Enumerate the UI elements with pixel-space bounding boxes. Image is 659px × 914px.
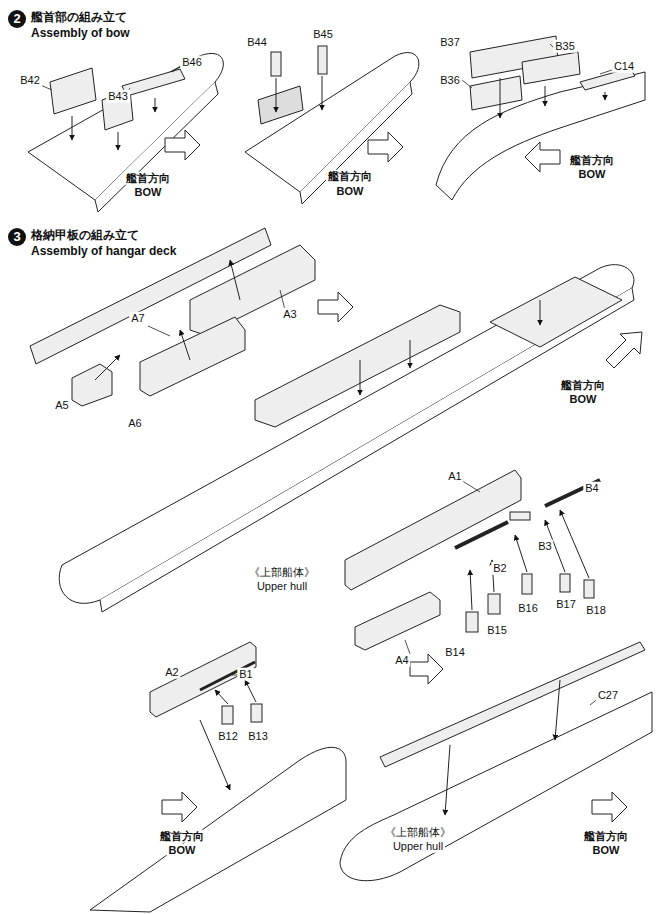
part-number: B35 — [553, 40, 577, 53]
part-number: A6 — [126, 417, 143, 430]
part-number: B3 — [536, 540, 553, 553]
part-number: B16 — [516, 602, 540, 615]
part-number: B15 — [485, 624, 509, 637]
step-number: 3 — [8, 228, 26, 246]
direction-label: 艦首方向 — [582, 830, 630, 843]
direction-label: BOW — [167, 844, 198, 857]
part-number: B13 — [246, 730, 270, 743]
direction-label: 艦首方向 — [124, 172, 172, 185]
hull-label: Upper hull — [391, 840, 445, 853]
part-number: B1 — [237, 668, 254, 681]
direction-label: BOW — [133, 186, 164, 199]
direction-label: 艦首方向 — [559, 379, 607, 392]
part-number: B43 — [106, 90, 130, 103]
step-title: 艦首部の組み立てAssembly of bow — [31, 10, 130, 41]
part-number: B17 — [554, 598, 578, 611]
part-number: A7 — [129, 312, 146, 325]
direction-label: BOW — [568, 393, 599, 406]
part-number: B42 — [18, 74, 42, 87]
part-number: A1 — [446, 470, 463, 483]
part-number: B18 — [584, 604, 608, 617]
part-number: A4 — [393, 654, 410, 667]
hull-label: Upper hull — [255, 580, 309, 593]
direction-label: BOW — [335, 185, 366, 198]
hull-label: 《上部船体》 — [247, 566, 317, 579]
step-title-line: Assembly of bow — [31, 26, 130, 42]
part-number: B4 — [583, 482, 600, 495]
part-number: A3 — [281, 308, 298, 321]
step-title: 格納甲板の組み立てAssembly of hangar deck — [31, 228, 176, 259]
hull-label: 《上部船体》 — [383, 826, 453, 839]
part-number: B44 — [245, 36, 269, 49]
part-number: B46 — [180, 56, 204, 69]
step-title-line: 格納甲板の組み立て — [31, 228, 176, 244]
direction-label: BOW — [591, 844, 622, 857]
part-number: B14 — [443, 646, 467, 659]
direction-label: 艦首方向 — [326, 170, 374, 183]
part-number: B12 — [216, 730, 240, 743]
part-number: B2 — [491, 562, 508, 575]
step-title-line: Assembly of hangar deck — [31, 244, 176, 260]
part-number: C27 — [596, 689, 620, 702]
step-heading: 3 格納甲板の組み立てAssembly of hangar deck — [8, 228, 176, 259]
part-number: C14 — [612, 60, 636, 73]
step-title-line: 艦首部の組み立て — [31, 10, 130, 26]
step-number: 2 — [8, 10, 26, 28]
part-number: B45 — [311, 28, 335, 41]
direction-label: BOW — [577, 168, 608, 181]
direction-label: 艦首方向 — [568, 154, 616, 167]
step-heading: 2 艦首部の組み立てAssembly of bow — [8, 10, 130, 41]
part-number: B36 — [438, 74, 462, 87]
part-number: B37 — [438, 36, 462, 49]
direction-label: 艦首方向 — [158, 830, 206, 843]
part-number: A2 — [163, 666, 180, 679]
part-number: A5 — [53, 399, 70, 412]
